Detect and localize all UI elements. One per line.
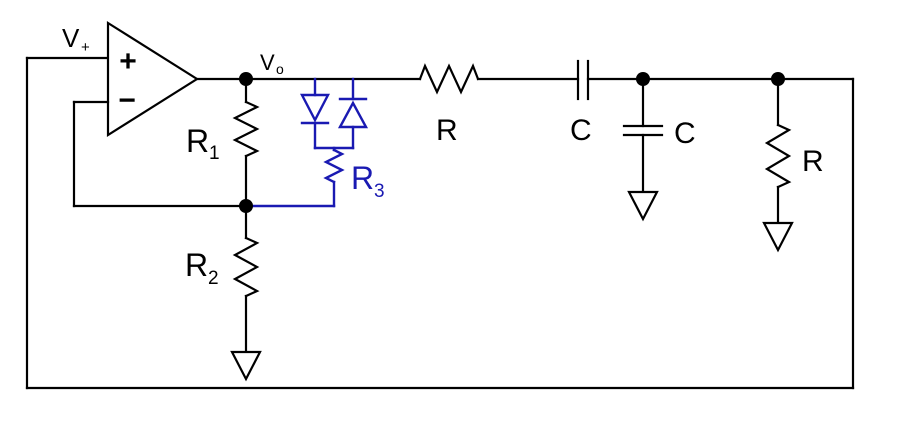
resistor-r2 xyxy=(230,204,262,382)
r-series-zigzag xyxy=(418,63,480,95)
r1-zigzag xyxy=(232,100,260,158)
r2-subscript: 2 xyxy=(208,268,219,289)
vplus-label: V xyxy=(62,23,80,53)
capacitor-c-series xyxy=(576,59,590,101)
diode-left-triangle xyxy=(300,93,330,123)
r-shunt-zigzag xyxy=(764,123,792,189)
junction-dot-inverting-node xyxy=(239,199,253,213)
labels: V + V o R 1 R 2 R 3 R C C R xyxy=(62,23,824,289)
resistor-r1 xyxy=(232,77,260,208)
junction-dot-c-shunt xyxy=(636,72,650,86)
opamp: + − xyxy=(106,21,200,137)
opamp-minus-input-label: − xyxy=(118,84,136,117)
r3-label: R xyxy=(351,160,374,196)
r1-subscript: 1 xyxy=(209,143,220,164)
resistor-r-shunt xyxy=(762,77,794,253)
opamp-plus-input-label: + xyxy=(119,45,137,78)
junction-dots xyxy=(239,72,785,213)
limiter-branch xyxy=(244,77,369,208)
r-series-label: R xyxy=(436,114,458,147)
feedback-loop-wires xyxy=(25,56,855,390)
vout-label: V xyxy=(260,50,275,75)
c-series-label: C xyxy=(570,114,592,147)
r2-label: R xyxy=(185,247,208,283)
r1-label: R xyxy=(186,123,209,159)
junction-dot-r-shunt xyxy=(771,72,785,86)
c-shunt-label: C xyxy=(674,117,696,150)
junction-dot-output xyxy=(239,72,253,86)
r3-subscript: 3 xyxy=(374,181,385,202)
ground-symbol-c-shunt xyxy=(627,190,659,222)
resistor-r-series xyxy=(418,63,480,95)
capacitor-c-shunt xyxy=(622,77,664,222)
r2-zigzag xyxy=(232,236,260,298)
r-shunt-label: R xyxy=(802,145,824,178)
vout-subscript: o xyxy=(276,61,284,77)
ground-symbol-r-shunt xyxy=(762,221,794,253)
vplus-subscript: + xyxy=(81,39,90,56)
diode-right-triangle xyxy=(337,100,369,129)
inverting-input-wire xyxy=(72,100,248,208)
r3-zigzag xyxy=(323,148,345,184)
ground-symbol-r2 xyxy=(230,350,262,382)
opamp-triangle xyxy=(106,21,200,137)
